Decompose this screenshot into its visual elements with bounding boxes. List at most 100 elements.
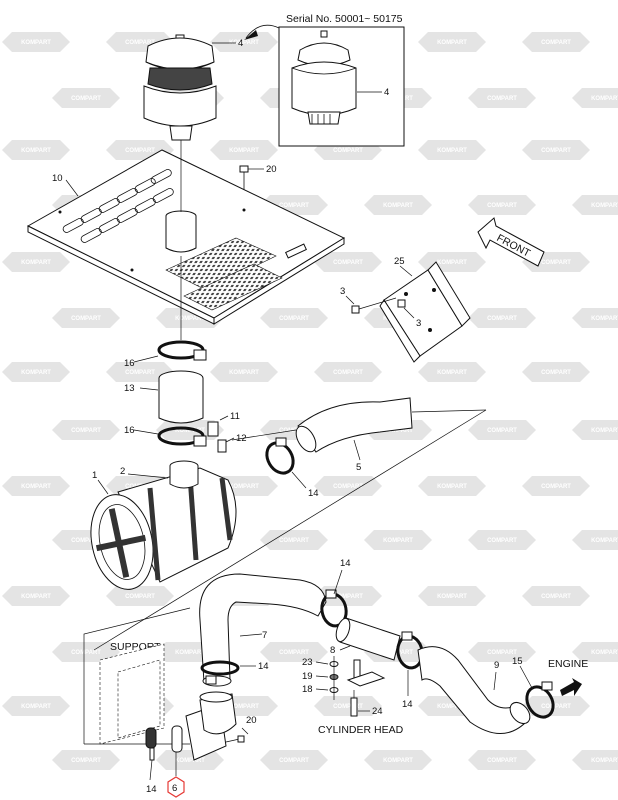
watermark-tile: KOMPART xyxy=(418,696,486,716)
watermark-word: KOMPART xyxy=(591,96,618,102)
air-cleaner-body xyxy=(90,460,237,590)
watermark-word: COMPART xyxy=(487,758,517,764)
watermark-tile: COMPART xyxy=(468,195,536,215)
clamp-14-b xyxy=(320,589,348,628)
watermark-tile: KOMPART xyxy=(572,642,618,662)
watermark-word: KOMPART xyxy=(21,148,51,154)
clamp-15-drawing xyxy=(525,681,555,719)
callout-6: 6 xyxy=(172,783,177,794)
watermark-tile: COMPART xyxy=(314,362,382,382)
watermark-word: COMPART xyxy=(487,428,517,434)
watermark-tile: KOMPART xyxy=(2,362,70,382)
watermark-tile: COMPART xyxy=(314,586,382,606)
watermark-word: COMPART xyxy=(125,148,155,154)
callout-15: 15 xyxy=(512,656,523,667)
watermark-tile: COMPART xyxy=(52,88,120,108)
watermark-word: COMPART xyxy=(541,148,571,154)
callout-11: 11 xyxy=(230,411,240,422)
watermark-tile: COMPART xyxy=(468,308,536,328)
elbow-mount-6 xyxy=(171,691,237,761)
watermark-word: COMPART xyxy=(333,704,363,710)
watermark-word: KOMPART xyxy=(591,538,618,544)
watermark-tile: KOMPART xyxy=(210,362,278,382)
watermark-tile: KOMPART xyxy=(572,88,618,108)
watermark-word: COMPART xyxy=(71,428,101,434)
watermark-word: COMPART xyxy=(487,316,517,322)
watermark-word: COMPART xyxy=(279,316,309,322)
callout-14c: 14 xyxy=(402,699,413,710)
callout-4b: 4 xyxy=(384,87,389,98)
callout-3a: 3 xyxy=(340,286,345,297)
callout-5: 5 xyxy=(356,462,361,473)
watermark-word: COMPART xyxy=(279,538,309,544)
inset-precleaner-drawing xyxy=(291,30,357,125)
watermark-word: KOMPART xyxy=(229,370,259,376)
watermark-tile: COMPART xyxy=(106,140,174,160)
watermark-word: COMPART xyxy=(541,484,571,490)
callout-24: 24 xyxy=(372,706,383,717)
watermark-tile: KOMPART xyxy=(572,195,618,215)
watermark-tile: COMPART xyxy=(106,586,174,606)
callout-10: 10 xyxy=(52,173,63,184)
fittings-11-12 xyxy=(207,421,227,453)
watermark-tile: COMPART xyxy=(260,420,328,440)
watermark-word: KOMPART xyxy=(229,148,259,154)
cylinder-head-label: CYLINDER HEAD xyxy=(318,724,404,736)
clamp-14-a xyxy=(265,437,295,475)
watermark-tile: KOMPART xyxy=(418,252,486,272)
watermark-word: COMPART xyxy=(333,260,363,266)
precleaner-drawing xyxy=(143,34,217,141)
watermark-word: COMPART xyxy=(487,538,517,544)
watermark-word: COMPART xyxy=(71,96,101,102)
watermark-word: KOMPART xyxy=(383,428,413,434)
watermark-tile: KOMPART xyxy=(210,696,278,716)
watermark-tile: KOMPART xyxy=(156,308,224,328)
watermark-word: KOMPART xyxy=(383,538,413,544)
watermark-word: KOMPART xyxy=(21,260,51,266)
watermark-word: COMPART xyxy=(125,40,155,46)
watermark-word: COMPART xyxy=(541,40,571,46)
small-parts-column xyxy=(329,656,358,717)
watermark-word: COMPART xyxy=(71,316,101,322)
callout-14d: 14 xyxy=(258,661,269,672)
watermark-word: KOMPART xyxy=(437,704,467,710)
watermark-word: COMPART xyxy=(541,370,571,376)
watermark-word: COMPART xyxy=(487,203,517,209)
watermark-tile: KOMPART xyxy=(418,476,486,496)
watermark-word: KOMPART xyxy=(591,316,618,322)
watermark-word: COMPART xyxy=(279,650,309,656)
bracket-25-drawing xyxy=(379,261,471,363)
watermark-word: KOMPART xyxy=(383,203,413,209)
watermark-tile: KOMPART xyxy=(364,420,432,440)
watermark-tile: KOMPART xyxy=(572,750,618,770)
callout-23: 23 xyxy=(302,657,313,668)
watermark-tile: KOMPART xyxy=(418,32,486,52)
callout-19: 19 xyxy=(302,671,313,682)
watermark-word: COMPART xyxy=(541,594,571,600)
watermark-word: KOMPART xyxy=(437,148,467,154)
watermark-word: COMPART xyxy=(333,148,363,154)
watermark-tile: COMPART xyxy=(468,420,536,440)
front-direction-arrow: FRONT xyxy=(477,217,545,267)
serial-inset-box: Serial No. 50001~ 50175 4 xyxy=(244,13,405,147)
watermark-tile: KOMPART xyxy=(572,308,618,328)
clamp-16-lower xyxy=(157,426,207,447)
watermark-word: COMPART xyxy=(333,484,363,490)
watermark-tile: COMPART xyxy=(522,476,590,496)
watermark-word: COMPART xyxy=(71,758,101,764)
watermark-tile: KOMPART xyxy=(418,586,486,606)
clamp-16-top xyxy=(157,340,207,361)
watermark-word: KOMPART xyxy=(591,428,618,434)
callout-6-highlight: 6 xyxy=(167,776,185,798)
watermark-word: COMPART xyxy=(279,758,309,764)
hose-13-drawing xyxy=(158,370,204,424)
engine-direction-arrow: ENGINE xyxy=(548,658,588,696)
watermark-word: COMPART xyxy=(333,594,363,600)
watermark-word: COMPART xyxy=(71,650,101,656)
callout-1: 1 xyxy=(92,470,97,481)
callout-9: 9 xyxy=(494,660,499,671)
watermark-word: KOMPART xyxy=(383,758,413,764)
support-region: SUPPORT xyxy=(83,607,191,745)
watermark-tile: COMPART xyxy=(260,642,328,662)
